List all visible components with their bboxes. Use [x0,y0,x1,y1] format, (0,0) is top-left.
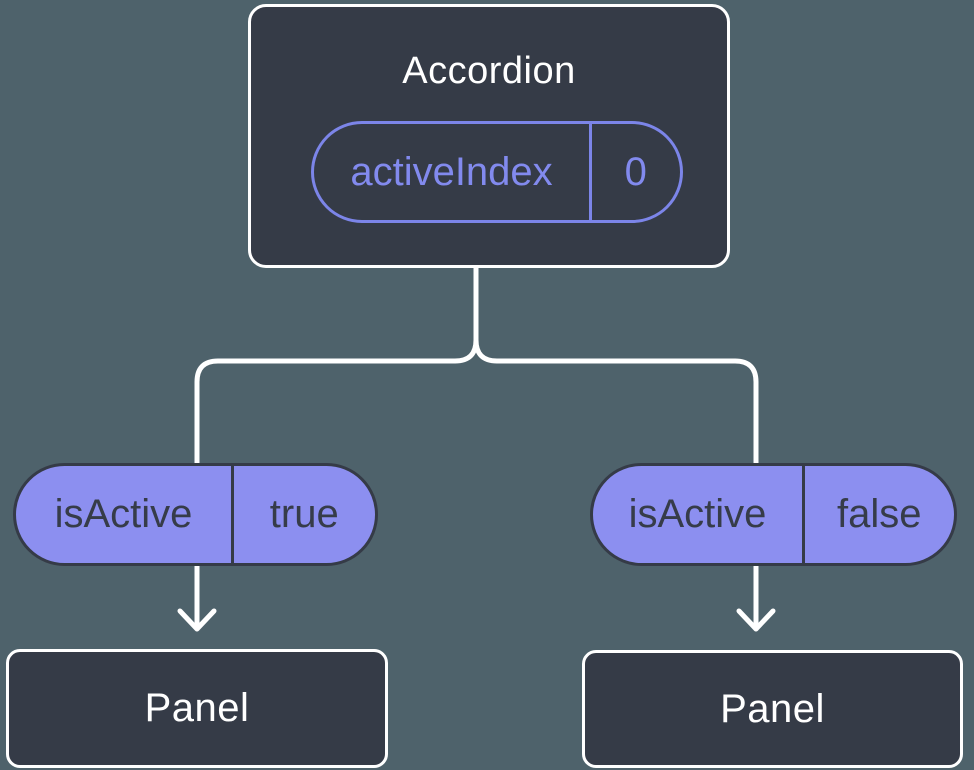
prop-pill-right: isActive false [590,463,957,566]
panel-component-node-right: Panel [582,650,963,768]
state-value: 0 [624,149,647,194]
panel-component-node-left: Panel [6,649,388,768]
arrow-down-icon [736,608,776,632]
prop-name: isActive [628,492,767,536]
branch-right-line [473,263,759,631]
prop-value: true [269,492,339,536]
prop-value: false [837,492,922,536]
branch-left-line [194,263,479,631]
prop-pill-divider [231,466,234,563]
prop-pill-divider [802,466,805,563]
panel-label: Panel [144,686,250,730]
arrow-down-icon [177,608,217,632]
panel-label: Panel [720,686,825,731]
accordion-component-node: Accordion activeIndex 0 [248,4,730,268]
state-name: activeIndex [350,149,553,194]
prop-pill-left: isActive true [13,463,378,566]
component-title: Accordion [402,50,576,92]
state-pill-divider [589,124,592,220]
state-pill: activeIndex 0 [311,121,683,223]
prop-name: isActive [54,492,193,536]
